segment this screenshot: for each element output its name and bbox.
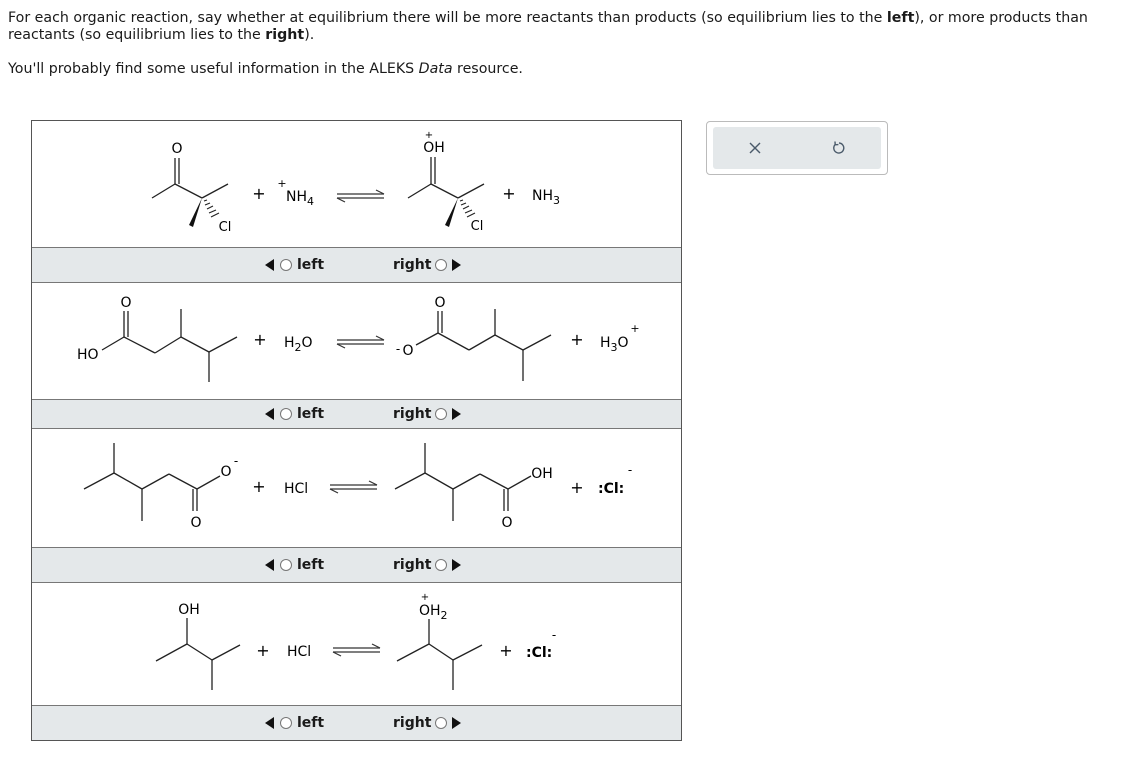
- arrow-left-icon: [265, 717, 274, 729]
- r4-plus-1: +: [256, 641, 269, 660]
- r4-reagent: HCl: [287, 644, 311, 660]
- reaction-3: O - O + HCl OH O + :C: [32, 429, 681, 547]
- reaction-2-choices: left right: [32, 399, 681, 429]
- undo-icon: [833, 141, 845, 154]
- arrow-left-icon: [265, 259, 274, 271]
- r2-left-radio[interactable]: [280, 408, 292, 420]
- r2-plus-1: +: [253, 330, 266, 349]
- reaction-1: O Cl + NH4 + OH +: [32, 121, 681, 247]
- reaction-4-choices: left right: [32, 705, 681, 740]
- r4-right-option[interactable]: right: [393, 715, 462, 731]
- p4-oxonium: OH2: [419, 603, 448, 622]
- reaction-1-structures: O Cl + NH4 + OH +: [151, 130, 560, 235]
- r4-plus-2: +: [499, 641, 512, 660]
- arrow-left-icon: [265, 559, 274, 571]
- r1-plus-1: +: [252, 184, 265, 203]
- r2-product-2-charge: +: [630, 322, 639, 335]
- r3-plus-2: +: [570, 478, 583, 497]
- reaction-2: O HO + H2O O O - + H3: [32, 283, 681, 399]
- p1-charge: +: [425, 130, 433, 141]
- r1-reagent-charge: +: [277, 177, 286, 190]
- r1-left-radio[interactable]: [280, 259, 292, 271]
- r2-right-option[interactable]: right: [393, 406, 462, 422]
- r1-plus-2: +: [502, 184, 515, 203]
- r2-plus-2: +: [570, 330, 583, 349]
- instructions-line-1: For each organic reaction, say whether a…: [8, 10, 1088, 43]
- r3-right-option[interactable]: right: [393, 557, 462, 573]
- tool-buttons: [713, 127, 881, 169]
- wedge-bond: [189, 198, 202, 227]
- reaction-3-choices: left right: [32, 547, 681, 583]
- r1-right-radio[interactable]: [435, 259, 448, 271]
- arrow-right-icon: [452, 717, 462, 729]
- arrow-right-icon: [452, 259, 462, 271]
- reactions-table: O Cl + NH4 + OH +: [31, 120, 682, 741]
- p2-carboxylate-oxygen: O: [402, 343, 413, 359]
- r2-reagent: H2O: [284, 335, 313, 354]
- p3-hydroxyl: OH: [531, 466, 553, 482]
- r4-chloride-ion: :Cl:: [526, 645, 552, 661]
- r4-hydroxyl: OH: [178, 602, 200, 618]
- r3-right-radio[interactable]: [435, 559, 448, 571]
- arrow-right-icon: [452, 559, 462, 571]
- p3-carbonyl-oxygen: O: [501, 515, 512, 531]
- r3-minus: -: [234, 454, 238, 468]
- reaction-3-structures: O - O + HCl OH O + :C: [83, 443, 632, 531]
- r1-chlorine: Cl: [219, 220, 232, 235]
- r3-chloride-ion: :Cl:: [598, 481, 624, 497]
- r3-left-option[interactable]: left: [265, 557, 324, 573]
- r3-carboxylate-oxygen: O: [220, 464, 231, 480]
- r3-reagent: HCl: [284, 481, 308, 497]
- r3-plus-1: +: [252, 477, 265, 496]
- p1-hydroxyl: OH: [423, 140, 445, 156]
- equilibrium-arrow: [336, 189, 385, 203]
- r3-chloride-charge: -: [628, 463, 632, 477]
- r4-left-option[interactable]: left: [265, 715, 324, 731]
- r1-left-option[interactable]: left: [265, 257, 324, 273]
- tool-panel: [706, 121, 888, 175]
- r2-product-2: H3O: [600, 335, 629, 354]
- arrow-left-icon: [265, 408, 274, 420]
- instructions-line-2: You'll probably find some useful informa…: [8, 61, 523, 77]
- undo-button[interactable]: [797, 127, 881, 169]
- reaction-4-structures: OH + HCl OH2 + + :Cl: -: [155, 592, 556, 690]
- instructions: For each organic reaction, say whether a…: [8, 10, 1108, 78]
- arrow-right-icon: [452, 408, 462, 420]
- x-icon: [749, 142, 761, 154]
- r1-oxygen: O: [171, 141, 182, 157]
- reaction-4: OH + HCl OH2 + + :Cl: -: [32, 583, 681, 705]
- p4-charge: +: [421, 592, 429, 603]
- r2-right-radio[interactable]: [435, 408, 448, 420]
- r4-right-radio[interactable]: [435, 717, 448, 729]
- r4-chloride-charge: -: [552, 628, 556, 642]
- r3-carbonyl-oxygen: O: [190, 515, 201, 531]
- r1-right-option[interactable]: right: [393, 257, 462, 273]
- p2-carbonyl-oxygen: O: [434, 295, 445, 311]
- r1-reagent: NH4: [286, 189, 314, 208]
- p1-chlorine: Cl: [471, 219, 484, 234]
- r2-hydroxyl: HO: [77, 347, 99, 363]
- r4-left-radio[interactable]: [280, 717, 292, 729]
- r2-left-option[interactable]: left: [265, 406, 324, 422]
- reaction-2-structures: O HO + H2O O O - + H3: [77, 295, 640, 382]
- reaction-1-choices: left right: [32, 247, 681, 283]
- r2-carbonyl-oxygen: O: [120, 295, 131, 311]
- r3-left-radio[interactable]: [280, 559, 292, 571]
- clear-button[interactable]: [713, 127, 797, 169]
- r1-product-2: NH3: [532, 188, 560, 207]
- p2-minus: -: [396, 342, 400, 356]
